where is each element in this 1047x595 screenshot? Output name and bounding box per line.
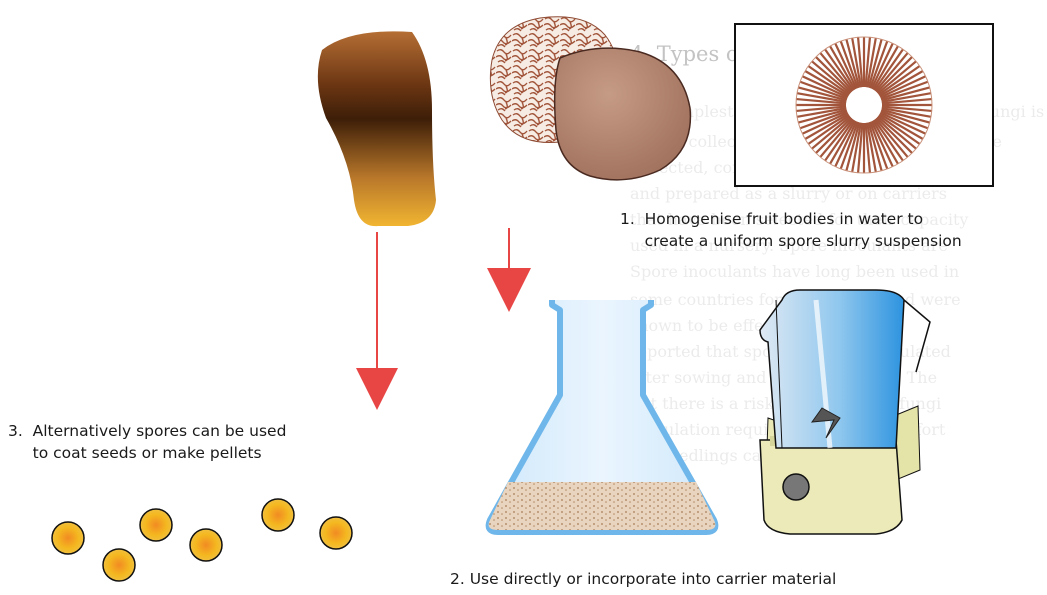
caption-step-3: 3. Alternatively spores can be used to c… [8, 420, 286, 464]
pellet-icon [320, 517, 352, 549]
pellet-icon [52, 522, 84, 554]
blender-dial [783, 474, 809, 500]
pellet-icon [190, 529, 222, 561]
spore-pellets [52, 499, 352, 581]
caption-step-2: 2. Use directly or incorporate into carr… [450, 568, 836, 590]
spore-slurry [489, 482, 716, 530]
arrow-mushroom-to-pellets [356, 232, 398, 410]
caption-step-1: 1. Homogenise fruit bodies in water to c… [620, 208, 962, 252]
mushroom-cap-icon [318, 31, 436, 226]
blender-icon [760, 290, 930, 534]
truffle-smooth-icon [555, 48, 691, 180]
arrow-truffle-to-flask [487, 228, 531, 312]
pellet-icon [140, 509, 172, 541]
conical-flask-icon [489, 300, 716, 532]
pellet-icon [103, 549, 135, 581]
pellet-icon [262, 499, 294, 531]
